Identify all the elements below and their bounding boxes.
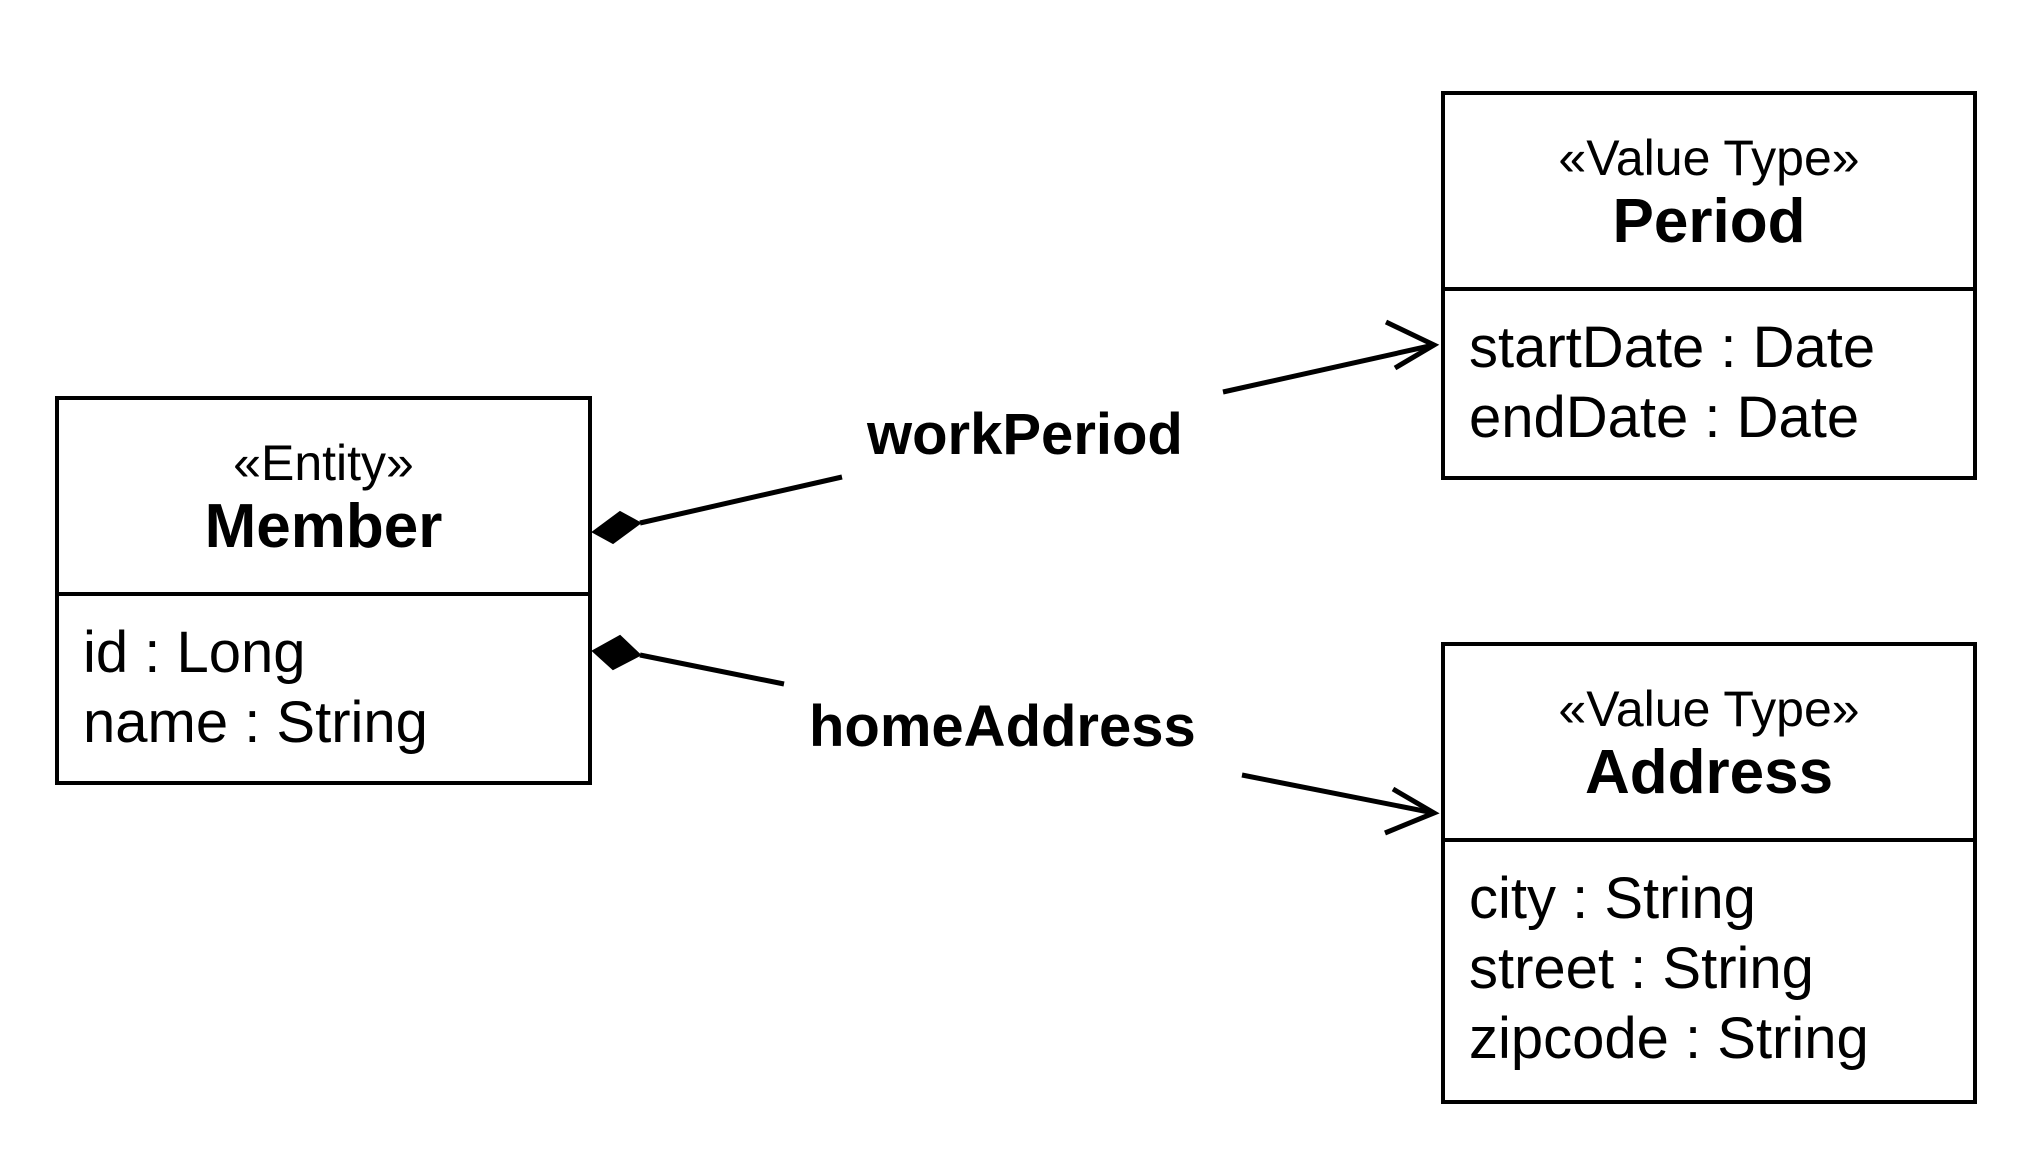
work-period-composition-diamond (591, 510, 642, 545)
class-member-stereotype: «Entity» (233, 435, 414, 491)
work-period-label: workPeriod (867, 402, 1183, 467)
class-member-attribute: name : String (83, 690, 428, 755)
class-member-attributes: id : Long name : String (59, 596, 588, 758)
class-period-attribute: endDate : Date (1469, 385, 1860, 450)
work-period-association[interactable] (591, 319, 1440, 545)
class-address-name: Address (1584, 738, 1834, 807)
class-period-header: «Value Type» Period (1445, 95, 1973, 291)
home-address-association[interactable] (591, 634, 1440, 836)
home-address-composition-diamond (591, 634, 642, 671)
work-period-line-source (639, 474, 843, 526)
class-period[interactable]: «Value Type» Period startDate : Date end… (1441, 91, 1977, 480)
class-address-attribute: city : String (1469, 866, 1756, 931)
class-address-attribute: zipcode : String (1469, 1006, 1869, 1071)
class-address-header: «Value Type» Address (1445, 646, 1973, 842)
class-period-attribute: startDate : Date (1469, 315, 1876, 380)
work-period-arrowhead (1384, 319, 1440, 371)
class-address-stereotype: «Value Type» (1558, 681, 1860, 737)
class-member-header: «Entity» Member (59, 400, 588, 596)
class-address-attributes: city : String street : String zipcode : … (1445, 842, 1973, 1074)
work-period-line-target (1222, 342, 1435, 395)
class-period-name: Period (1612, 187, 1806, 256)
home-address-arrowhead (1384, 786, 1440, 836)
class-member-name: Member (204, 492, 443, 561)
home-address-label: homeAddress (809, 694, 1196, 759)
home-address-line-source (639, 652, 785, 687)
class-address-attribute: street : String (1469, 936, 1814, 1001)
class-period-stereotype: «Value Type» (1558, 130, 1860, 186)
class-member[interactable]: «Entity» Member id : Long name : String (55, 396, 592, 785)
class-period-attributes: startDate : Date endDate : Date (1445, 291, 1973, 453)
class-address[interactable]: «Value Type» Address city : String stree… (1441, 642, 1977, 1104)
home-address-line-target (1241, 772, 1435, 816)
class-member-attribute: id : Long (83, 620, 306, 685)
